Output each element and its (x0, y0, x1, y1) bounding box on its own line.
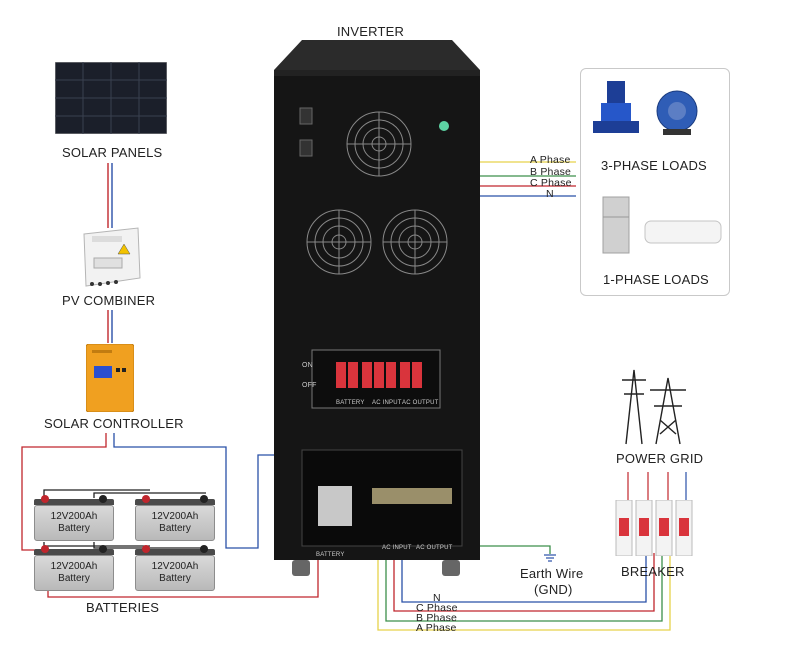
loads-box (580, 68, 730, 296)
inverter-title: INVERTER (337, 24, 405, 39)
earth-wire-label: Earth Wire (520, 566, 584, 581)
earth-symbol (544, 554, 556, 562)
phase-label-a-bottom: A Phase (416, 622, 457, 634)
inverter-switch-off: OFF (302, 382, 317, 389)
terminal-label-battery: BATTERY (316, 552, 345, 558)
solar-controller-image (85, 343, 135, 413)
phase-label-c-top: C Phase (530, 177, 572, 189)
breaker-label-battery: BATTERY (336, 400, 365, 406)
batteries-label: BATTERIES (86, 600, 160, 615)
gnd-label: (GND) (534, 582, 573, 597)
terminal-label-ac-output: AC OUTPUT (416, 545, 453, 551)
breaker-image (614, 499, 696, 557)
inverter-switch-on: ON (302, 362, 313, 369)
breaker-label-ac-output: AC OUTPUT (402, 400, 439, 406)
three-phase-loads-label: 3-PHASE LOADS (601, 158, 707, 173)
power-grid-label: POWER GRID (616, 451, 704, 466)
one-phase-loads-label: 1-PHASE LOADS (603, 272, 709, 287)
breaker-label: BREAKER (621, 564, 685, 579)
pv-combiner-label: PV COMBINER (62, 293, 156, 308)
terminal-label-ac-input: AC INPUT (382, 545, 412, 551)
phase-label-n-top: N (546, 188, 554, 200)
phase-label-c-bottom: C Phase (416, 602, 458, 614)
solar-links (107, 163, 113, 343)
loads-illustrations (593, 81, 722, 254)
solar-controller-label: SOLAR CONTROLLER (44, 416, 184, 431)
breaker-label-ac-input: AC INPUT (372, 400, 402, 406)
phase-label-b-top: B Phase (530, 166, 572, 178)
inverter-cabinet (274, 40, 480, 580)
grid-links (627, 472, 687, 500)
pv-combiner-image (80, 226, 142, 288)
solar-panels-image (54, 61, 168, 135)
phase-label-a-top: A Phase (530, 154, 571, 166)
phase-label-n-bottom: N (433, 592, 441, 604)
phase-label-b-bottom: B Phase (416, 612, 458, 624)
power-grid-towers (616, 360, 696, 446)
solar-panels-label: SOLAR PANELS (62, 145, 163, 160)
